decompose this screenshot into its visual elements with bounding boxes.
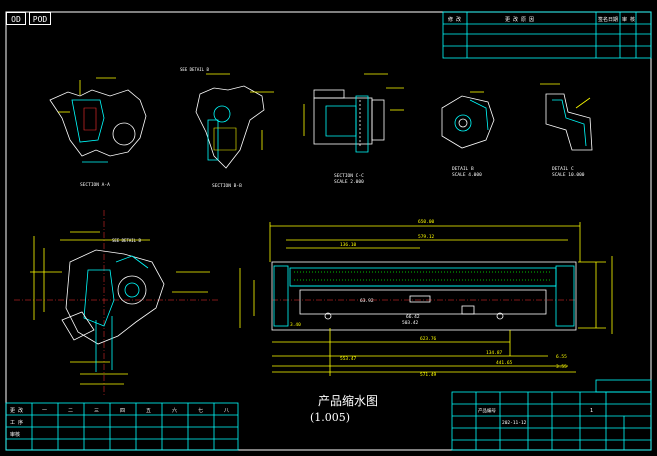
bottom-left-table: [5, 402, 239, 451]
scale-detail-c: SCALE 10.000: [552, 172, 585, 178]
main-scale: (1.005): [310, 411, 351, 424]
dim-bottom-1: 623.76: [420, 336, 437, 342]
title-company: 产品编号: [478, 407, 496, 414]
section-b-view: [195, 73, 274, 169]
side-view: [14, 210, 220, 396]
scale-detail-b: SCALE 4.000: [452, 172, 482, 178]
dim-right-1: 6.55: [556, 354, 567, 360]
title-sheet: 1: [590, 408, 593, 414]
col-1: 一: [42, 408, 47, 414]
scale-section-c: SCALE 2.000: [334, 179, 364, 185]
col-7: 七: [198, 407, 203, 414]
label-detail-b: DETAIL B: [452, 166, 474, 172]
dim-bottom-2: 553.47: [340, 356, 357, 362]
detail-b-view: [441, 91, 495, 149]
col-3: 三: [94, 408, 99, 414]
col-6: 六: [172, 407, 177, 414]
label-section-b: SECTION B-B: [212, 183, 242, 189]
dim-right-2: 3.55: [556, 364, 567, 370]
dim-left-span: 136.10: [340, 242, 357, 248]
revision-table: [442, 11, 652, 59]
main-title: 产品缩水图: [318, 394, 379, 408]
row-2: 工 序: [10, 419, 23, 426]
section-a-view: [49, 77, 147, 163]
col-8: 八: [224, 408, 229, 414]
detail-c-view: [540, 83, 593, 151]
title-block: [451, 379, 652, 451]
row-1: 更 改: [10, 407, 23, 414]
rev-h2: 签名日期: [598, 16, 618, 23]
section-c-view: [303, 73, 404, 153]
dim-overall: 650.00: [418, 219, 435, 225]
main-elevation-view: [239, 222, 613, 376]
label-section-a: SECTION A-A: [80, 182, 110, 188]
rev-h0: 修 改: [448, 16, 461, 23]
dim-left-small: 3.40: [290, 322, 301, 328]
col-5: 五: [146, 408, 151, 414]
title-doc-no: 202-11-12: [502, 420, 527, 426]
row-3: 审核: [10, 431, 20, 438]
dim-bottom-5: 571.49: [420, 372, 437, 378]
dim-inner-2: 503.42: [402, 320, 419, 326]
col-4: 四: [120, 408, 125, 414]
see-detail-label-2: SEE DETAIL B: [112, 238, 141, 243]
see-detail-label-1: SEE DETAIL B: [180, 67, 209, 72]
sheet-border: [5, 11, 652, 451]
col-2: 二: [68, 408, 73, 414]
dim-inner-3: 66.42: [406, 314, 420, 320]
dim-center: 63.92: [360, 298, 374, 304]
dim-bottom-4: 441.65: [496, 360, 513, 366]
label-detail-c: DETAIL C: [552, 166, 574, 172]
rev-h3: 审 核: [622, 16, 635, 23]
label-section-c: SECTION C-C: [334, 173, 364, 179]
rev-h1: 更 改 原 因: [505, 16, 534, 23]
dim-bottom-3: 134.87: [486, 350, 503, 356]
dim-inner: 579.12: [418, 234, 435, 240]
